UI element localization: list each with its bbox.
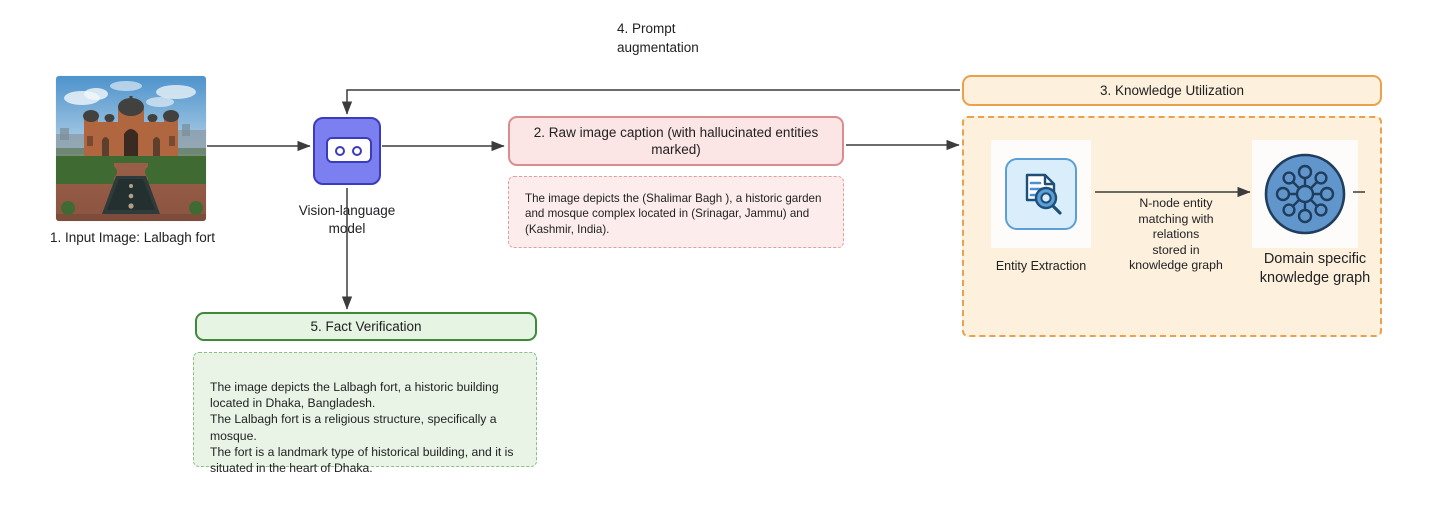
input-image-label: 1. Input Image: Lalbagh fort — [49, 230, 216, 245]
raw-caption-header-text: 2. Raw image caption (with hallucinated … — [533, 125, 819, 157]
entity-extraction-tile — [991, 140, 1091, 248]
knowledge-graph-tile — [1252, 140, 1358, 248]
knowledge-graph-label: Domain specific knowledge graph — [1259, 251, 1371, 286]
robot-eye-right-icon — [352, 146, 362, 156]
raw-caption-header: 2. Raw image caption (with hallucinated … — [508, 116, 844, 166]
raw-caption-body: The image depicts the (Shalimar Bagh ), … — [508, 176, 844, 248]
vision-language-model-icon — [313, 117, 381, 185]
robot-face-icon — [326, 137, 372, 163]
robot-eye-left-icon — [335, 146, 345, 156]
document-search-icon — [1005, 158, 1077, 230]
lalbagh-fort-photo — [56, 76, 206, 221]
document-search-glyph — [1025, 173, 1062, 215]
relation-matching-label: N-node entity matching with relations st… — [1129, 196, 1223, 273]
knowledge-graph-icon — [1264, 153, 1346, 235]
entity-extraction-label: Entity Extraction — [995, 259, 1087, 273]
input-image-thumbnail — [56, 76, 206, 221]
arrow-prompt-augmentation-feedback — [341, 89, 960, 115]
fact-verification-body: The image depicts the Lalbagh fort, a hi… — [193, 352, 537, 475]
raw-caption-text: The image depicts the (Shalimar Bagh ), … — [525, 192, 822, 236]
fact-verification-text: The image depicts the Lalbagh fort, a hi… — [210, 380, 514, 476]
prompt-augmentation-label: 4. Prompt augmentation — [617, 21, 699, 55]
vision-language-model-label: Vision-language model — [298, 203, 396, 236]
knowledge-utilization-header-text: 3. Knowledge Utilization — [1099, 83, 1245, 98]
fact-verification-header: 5. Fact Verification — [195, 312, 537, 341]
knowledge-utilization-header: 3. Knowledge Utilization — [962, 75, 1382, 106]
fact-verification-header-text: 5. Fact Verification — [310, 319, 422, 334]
